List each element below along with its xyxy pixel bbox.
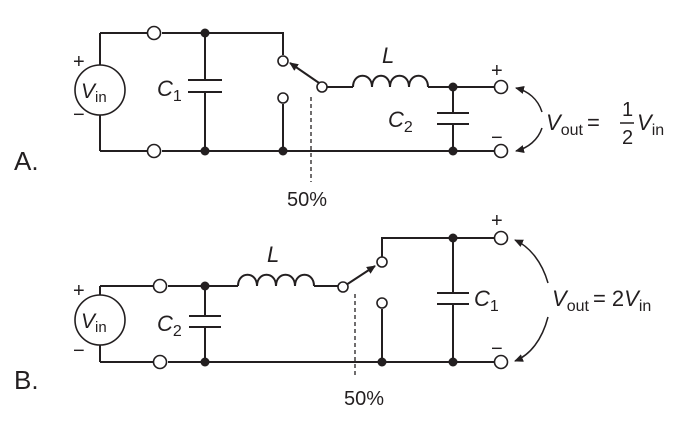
b-source-minus: − — [73, 340, 85, 362]
a-c1-label: C1 — [157, 76, 182, 105]
a-output-terminal-top[interactable] — [493, 79, 509, 95]
a-vin-label: Vin — [637, 110, 664, 139]
a-switch-contact-lower[interactable] — [277, 92, 289, 104]
a-inductor — [352, 74, 429, 88]
b-junction-dot — [377, 357, 387, 367]
b-capacitor-c2 — [189, 315, 221, 328]
b-c1-label: C1 — [474, 286, 499, 315]
a-input-terminal-top[interactable] — [146, 25, 162, 41]
b-junction-dot — [448, 233, 458, 243]
b-source-plus: + — [73, 280, 85, 302]
b-inductor — [237, 273, 315, 287]
a-vout-expression: Vout= — [546, 110, 600, 139]
a-input-terminal-bottom[interactable] — [146, 143, 162, 159]
a-source-plus: + — [73, 51, 85, 73]
a-voltage-source — [74, 64, 126, 116]
a-junction-dot — [278, 146, 288, 156]
b-output-terminal-bottom[interactable] — [493, 354, 509, 370]
b-output-top-wire — [381, 237, 495, 257]
a-source-label: Vin — [81, 80, 107, 106]
a-junction-dot — [448, 82, 458, 92]
b-input-terminal-top[interactable] — [152, 278, 168, 294]
a-c2-label: C2 — [388, 107, 413, 136]
b-source-label: Vin — [81, 310, 107, 336]
b-c2-label: C2 — [157, 311, 182, 340]
a-capacitor-c1 — [188, 79, 222, 93]
b-switch-arm — [345, 265, 376, 286]
b-vout-arrow-top — [514, 239, 549, 284]
b-switch-contact-lower[interactable] — [376, 297, 388, 309]
b-voltage-source — [74, 294, 126, 346]
b-output-minus: − — [491, 338, 503, 360]
a-switch-contact-upper[interactable] — [277, 55, 289, 67]
b-junction-dot — [200, 357, 210, 367]
a-fraction-numerator: 1 — [622, 99, 633, 121]
b-switch-contact-upper[interactable] — [376, 256, 388, 268]
a-vout-arrow-bottom — [515, 127, 543, 153]
a-capacitor-c2 — [437, 112, 469, 125]
b-switch-pivot[interactable] — [337, 281, 349, 293]
a-junction-dot — [448, 146, 458, 156]
a-duty-cycle: 50% — [287, 189, 327, 211]
a-fraction-denominator: 2 — [622, 127, 633, 149]
b-junction-dot — [448, 357, 458, 367]
a-output-plus: + — [491, 60, 503, 82]
a-inductor-label: L — [382, 43, 394, 68]
b-inductor-label: L — [267, 242, 279, 267]
a-junction-dot — [200, 146, 210, 156]
b-vout-expression: Vout= 2Vin — [552, 286, 651, 315]
b-capacitor-c1 — [437, 292, 469, 305]
b-input-terminal-bottom[interactable] — [152, 354, 168, 370]
b-circuit-label: B. — [14, 365, 39, 395]
a-top-wire — [100, 32, 284, 55]
a-switch-pivot[interactable] — [316, 81, 328, 93]
a-circuit-label: A. — [14, 146, 39, 176]
b-output-plus: + — [491, 210, 503, 232]
b-duty-cycle: 50% — [344, 388, 384, 410]
a-output-terminal-bottom[interactable] — [493, 143, 509, 159]
b-junction-dot — [200, 281, 210, 291]
a-switch-arm — [289, 62, 323, 86]
a-junction-dot — [200, 28, 210, 38]
a-source-minus: − — [73, 104, 85, 126]
a-output-minus: − — [491, 127, 503, 149]
b-output-terminal-top[interactable] — [493, 230, 509, 246]
circuit-a: Vin + − C1 L C2 50% + − Vout= 1 2 Vin A. — [14, 25, 664, 211]
a-vout-arrow-top — [515, 86, 543, 113]
circuit-b: Vin + − C2 L C1 50% + − Vout= 2Vin B. — [14, 210, 651, 410]
b-vout-arrow-bottom — [514, 316, 549, 362]
